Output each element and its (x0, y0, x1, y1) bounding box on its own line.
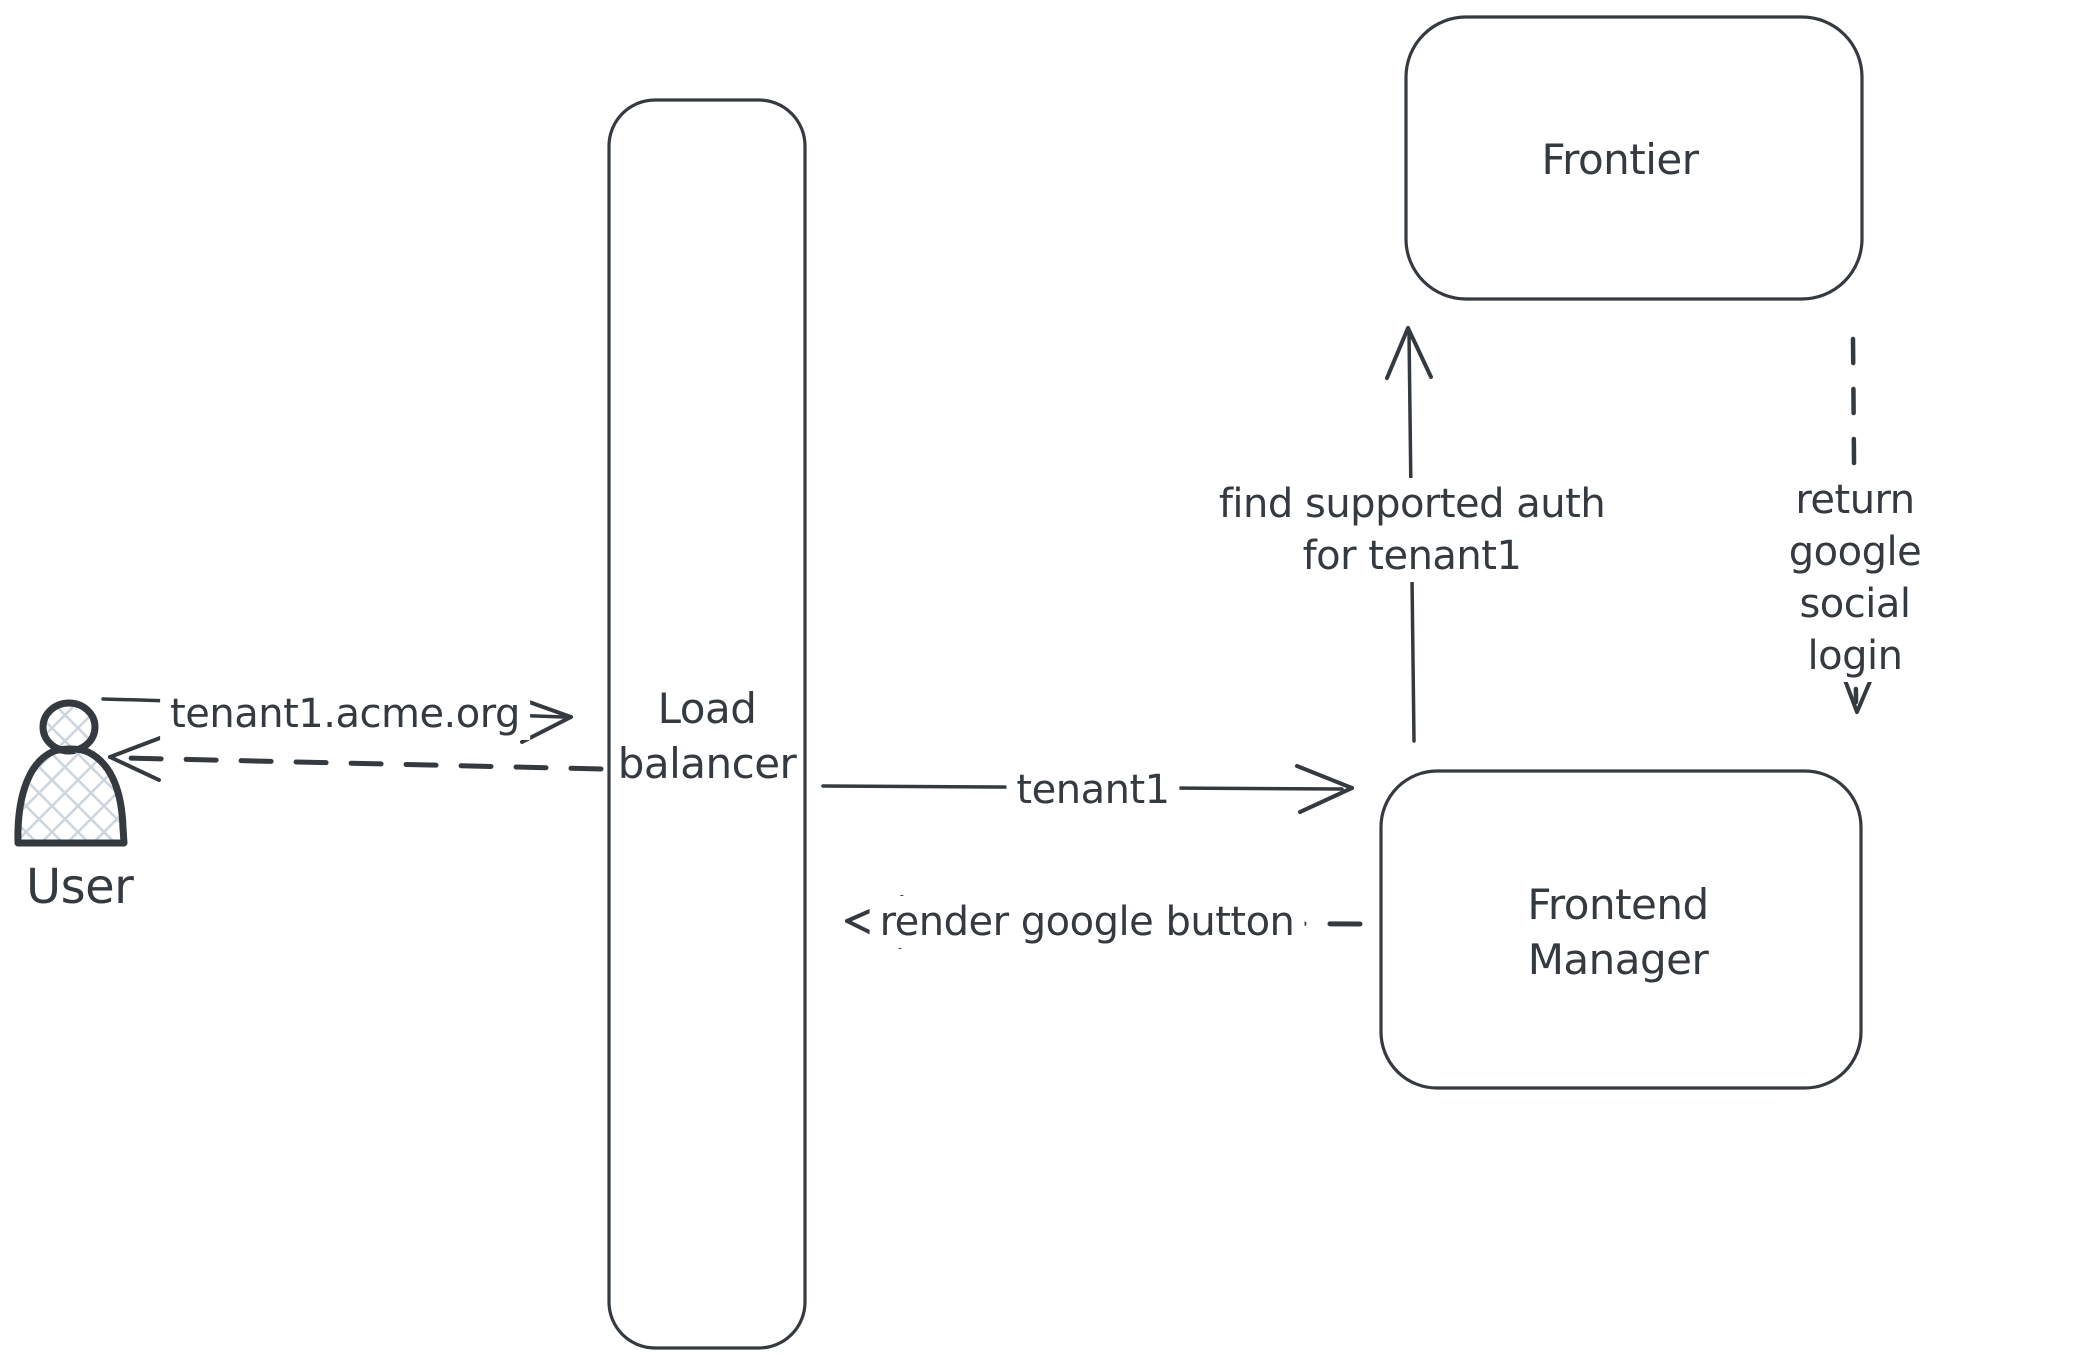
frontend-manager-label: Frontend Manager (1527, 880, 1709, 984)
message-fm-to-frontier-label: find supported auth for tenant1 (1208, 478, 1616, 582)
load-balancer-label: Load balancer (617, 684, 797, 788)
arrow-fm-to-frontier-head (1385, 326, 1433, 380)
arrow-lb-to-user-line (123, 755, 604, 772)
arrow-lb-to-user-head (108, 736, 162, 782)
frontier-label: Frontier (1541, 135, 1699, 184)
message-user-to-lb-label: tenant1.acme.org (160, 688, 530, 740)
message-fm-to-lb-label: render google button (869, 896, 1305, 948)
frontend-manager-box (1379, 769, 1863, 1090)
frontier-box (1404, 15, 1864, 301)
message-frontier-to-fm-label: return google social login (1741, 474, 1969, 682)
user-head (39, 699, 99, 755)
user-body (14, 745, 128, 847)
user-label: User (26, 859, 134, 915)
arrow-lb-to-fm-head (1295, 764, 1354, 814)
message-lb-to-fm-label: tenant1 (1006, 764, 1180, 816)
load-balancer-box (607, 98, 807, 1350)
